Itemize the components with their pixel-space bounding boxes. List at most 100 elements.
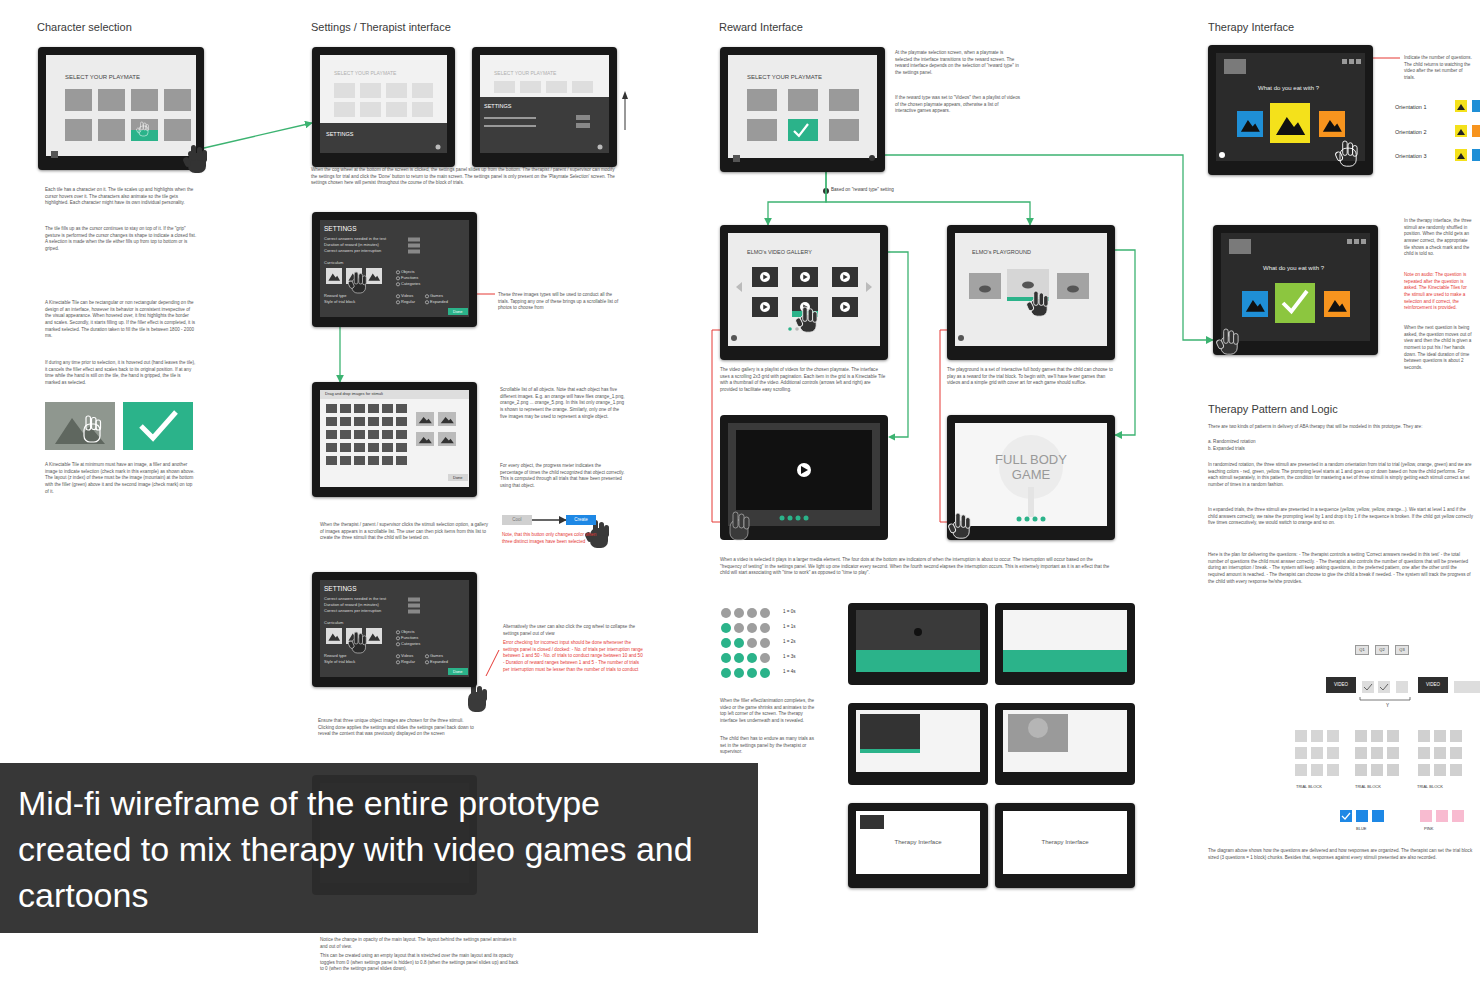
note-text: At the playmate selection screen, when a… <box>895 50 1020 77</box>
tile-examples <box>45 402 193 450</box>
screen-text: SELECT YOUR PLAYMATE <box>65 74 140 81</box>
note-text: Error checking for incorrect input shoul… <box>503 640 643 673</box>
trial-block-grids <box>1295 681 1480 822</box>
orientation-icons <box>1455 100 1480 161</box>
section-heading: Therapy Interface <box>1208 20 1294 36</box>
screen-art <box>720 47 885 172</box>
note-text: This can be created using an empty layou… <box>320 953 520 973</box>
note-text: In expanded trials, the three stimuli ar… <box>1208 507 1474 527</box>
note-text: Orientation 3 <box>1395 153 1427 161</box>
section-heading: Character selection <box>37 20 132 36</box>
screen-text: VIDEO <box>1334 682 1348 687</box>
screen-text: SETTINGS <box>326 131 354 137</box>
note-text: Ensure that three unique object images a… <box>318 718 478 738</box>
note-text: In the therapy interface, the three stim… <box>1404 218 1474 258</box>
note-text: TRIAL BLOCK <box>1417 784 1443 790</box>
screen-text: Reward type <box>324 654 346 659</box>
screen-text: Categories <box>401 642 420 647</box>
tablet-screen: What do you eat with ? <box>1208 45 1373 175</box>
screen-text: Functions <box>401 276 418 281</box>
note-text: PINK <box>1424 826 1433 832</box>
screen-text: Expanded <box>430 660 448 665</box>
screen-text: SETTINGS <box>484 103 512 109</box>
screen-art <box>720 225 888 360</box>
section-heading: Therapy Pattern and Logic <box>1208 402 1338 418</box>
screen-text: Objects <box>401 270 415 275</box>
tablet-screen: Drag and drop images for stimuliDone <box>312 382 477 497</box>
screen-text: FULL BODY GAME <box>981 453 1081 483</box>
screen-text: Done <box>453 670 463 675</box>
screen-text: Objects <box>401 630 415 635</box>
screen-text: Categories <box>401 282 420 287</box>
screen-text: Correct answers needed in the test <box>324 597 386 602</box>
screen-text: VIDEO <box>1426 682 1440 687</box>
note-text: BLUE <box>1356 826 1366 832</box>
note-text: When the filler effect/animation complet… <box>720 698 815 725</box>
video-player-screen <box>720 415 888 540</box>
screen-text: SELECT YOUR PLAYMATE <box>494 71 556 77</box>
dot-legend: 1 = 2s <box>783 639 796 646</box>
note-text: A Kinectable Tile can be rectangular or … <box>45 300 197 340</box>
interruption-dots <box>721 608 770 678</box>
section-heading: Reward Interface <box>719 20 803 36</box>
dot-legend: 1 = 4s <box>783 669 796 676</box>
screen-text: Drag and drop images for stimuli <box>325 392 383 397</box>
transition-thumbnails <box>848 603 1135 785</box>
tablet-screen: SELECT YOUR PLAYMATE <box>720 47 885 172</box>
tablet-screen: SETTINGS Correct answers needed in the te… <box>312 572 477 687</box>
tablet-screen: SETTINGSCorrect answers needed in the te… <box>312 212 477 327</box>
note-text: When the therapist / parent / supervisor… <box>320 522 490 542</box>
section-heading: Settings / Therapist interface <box>311 20 451 36</box>
screen-text: Regular <box>401 300 415 305</box>
tablet-screen: ELMO's VIDEO GALLERY <box>720 225 888 360</box>
screen-text: SETTINGS <box>324 585 357 592</box>
screen-text: Games <box>430 654 443 659</box>
connector <box>339 327 340 382</box>
scroll-arrow <box>622 91 628 130</box>
tablet-screen: Therapy Interface <box>995 803 1135 888</box>
screen-art <box>947 225 1115 360</box>
note-text: These three images types will be used to… <box>498 292 623 312</box>
screen-text: SELECT YOUR PLAYMATE <box>747 74 822 81</box>
screen-text: Videos <box>401 294 413 299</box>
note-text: There are two kinds of patterns in deliv… <box>1208 424 1474 431</box>
note-text: The child then has to endure as many tri… <box>720 736 815 756</box>
dot-legend: 1 = 0s <box>783 609 796 616</box>
button-box: Q3 <box>1395 645 1409 655</box>
screen-text: ELMO's PLAYGROUND <box>972 249 1031 255</box>
note-text: Note on audio: The question is repeated … <box>1404 272 1474 312</box>
screen-art <box>995 803 1135 888</box>
button-box: Q1 <box>1355 645 1369 655</box>
dot-legend: 1 = 3s <box>783 654 796 661</box>
screen-text: Reward type <box>324 294 346 299</box>
note-text: When a video is selected it plays in a l… <box>720 557 1110 577</box>
note-text: a. Randomized rotation <box>1208 439 1256 446</box>
screen-text: Q1 <box>1359 648 1364 653</box>
note-text: TRIAL BLOCK <box>1296 784 1322 790</box>
screen-text: Q2 <box>1379 648 1384 653</box>
note-text: For every object, the progress meter ind… <box>500 463 625 490</box>
tablet-screen: What do you eat with ? <box>1213 225 1378 355</box>
note-text: Here is the plan for delivering the ques… <box>1208 552 1474 585</box>
screen-text: What do you eat with ? <box>1263 265 1324 272</box>
screen-text: Regular <box>401 660 415 665</box>
note-text: Alternatively the user can also click th… <box>503 624 643 637</box>
note-text: When the next question is being asked, t… <box>1404 325 1474 372</box>
tablet-screen: SELECT YOUR PLAYMATE <box>38 47 204 170</box>
note-text: A Kinectable Tile at minimum must have a… <box>45 462 197 495</box>
screen-text: Cool <box>512 517 521 522</box>
button-box: Q2 <box>1375 645 1389 655</box>
tablet-screen: Therapy Interface <box>848 803 988 888</box>
screen-text: Curriculum <box>324 621 343 626</box>
screen-text: Q3 <box>1399 648 1404 653</box>
screen-text: Therapy Interface <box>995 839 1135 846</box>
button-box: Create <box>566 515 596 525</box>
note-text: The tile fills up as the cursor continue… <box>45 226 197 253</box>
button-box: VIDEO <box>1326 677 1356 693</box>
screen-art <box>312 47 455 167</box>
tablet-screen: FULL BODY GAME <box>947 415 1115 540</box>
note-text: In randomized rotation, the three stimul… <box>1208 462 1474 489</box>
screen-text: Correct answers per interruption <box>324 249 381 254</box>
note-text: Indicate the number of questions. The ch… <box>1404 55 1474 82</box>
